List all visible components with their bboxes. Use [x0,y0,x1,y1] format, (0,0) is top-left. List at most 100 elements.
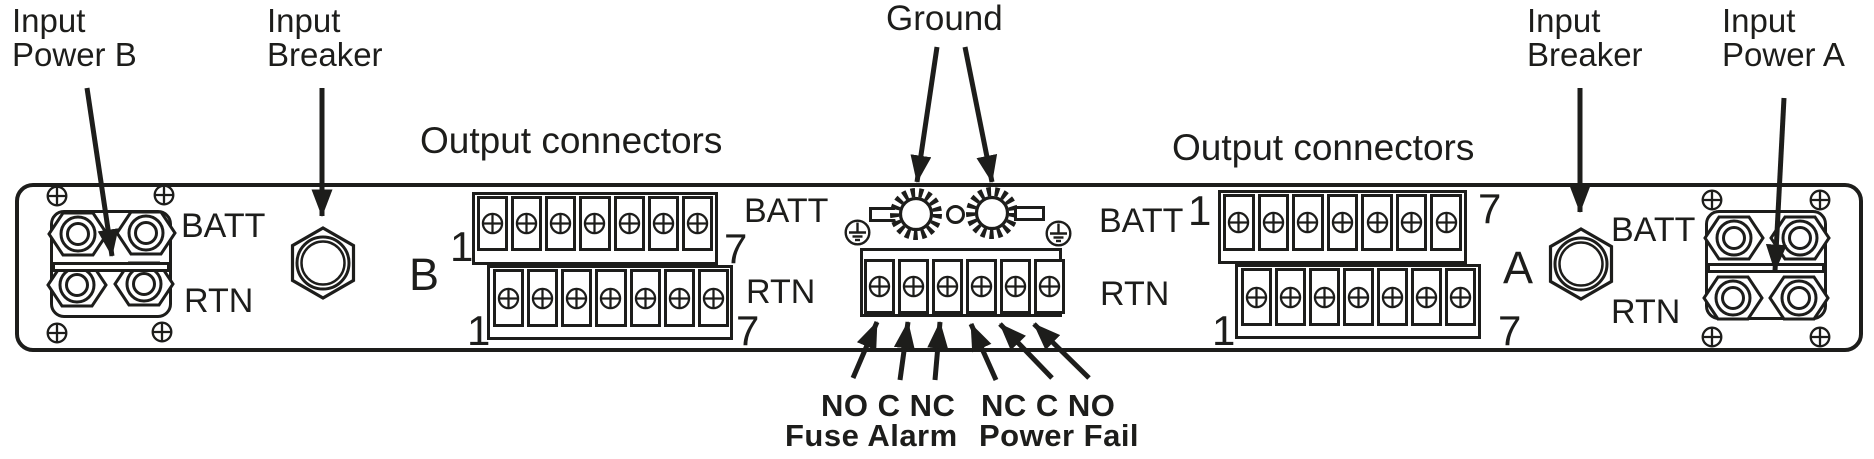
terminal-screw-icon [566,287,588,309]
terminal-cell [595,269,627,327]
hex-nut-terminal-icon [1769,214,1831,262]
output-a-batt-terminals [1223,194,1463,251]
terminal-screw-icon [1262,211,1285,234]
alarm-terminals [864,259,1065,314]
terminal-screw-icon [1449,286,1472,308]
callout-line: Input [1527,2,1601,39]
hex-nut-terminal-icon [113,260,175,308]
hex-nut-terminal-icon [1703,214,1765,262]
terminal-number-first: 1 [450,223,474,270]
terminal-cell [1275,268,1306,326]
terminal-screw-icon [1400,211,1423,234]
terminal-cell [1395,194,1428,251]
terminal-screw-icon [936,275,959,298]
terminal-cell [966,259,997,314]
terminal-cell [1326,194,1359,251]
callout-line: Input [267,2,341,39]
terminal-cell [527,269,559,327]
callout-line: Input [12,2,86,39]
terminal-screw-icon [1347,286,1370,308]
callout-input-breaker-left: Input Breaker [267,4,383,72]
terminal-screw-icon [515,212,538,235]
terminal-cell [579,196,611,251]
terminal-screw-icon [686,212,709,235]
terminal-cell [898,259,929,314]
ground-lug-tab [1014,206,1045,221]
terminal-screw-icon [1435,211,1457,234]
input-breaker-left [285,225,361,301]
batt-label: BATT [744,192,829,230]
terminal-divider-bar [1707,263,1825,273]
rtn-label: RTN [184,282,254,320]
terminal-cell [697,269,729,327]
callout-output-connectors-left: Output connectors [420,120,723,161]
arrow-ground-left [910,46,940,183]
power-fail-label: Power Fail [979,418,1140,453]
mount-screw-icon [46,322,68,344]
terminal-number-last: 7 [1498,307,1522,354]
terminal-screw-icon [584,212,606,235]
power-fail-contacts-label: NC C NO [981,388,1116,423]
terminal-screw-icon [868,275,891,298]
output-b-batt-terminals [477,196,713,251]
fuse-alarm-label: Fuse Alarm [785,418,958,453]
terminal-cell [1343,268,1374,326]
terminal-cell [493,269,525,327]
output-b-rtn-terminals [493,269,729,327]
callout-line: Input [1722,2,1796,39]
terminal-cell [511,196,543,251]
terminal-screw-icon [1279,286,1302,308]
terminal-screw-icon [1313,286,1336,308]
ground-thumbscrew-right [964,185,1020,241]
terminal-screw-icon [600,287,622,309]
mount-screw-icon [151,321,173,343]
hex-nut-terminal-icon [47,210,109,258]
terminal-screw-icon [550,212,572,235]
terminal-cell [1223,194,1255,251]
terminal-cell [613,196,645,251]
callout-input-breaker-right: Input Breaker [1527,4,1643,72]
fuse-alarm-contacts-label: NO C NC [821,388,956,423]
terminal-screw-icon [1297,211,1319,234]
callout-input-power-a: Input Power A [1722,4,1845,72]
terminal-cell [1292,194,1324,251]
terminal-cell [1377,268,1408,326]
terminal-number-first: 1 [1212,307,1236,354]
batt-label: BATT [1099,202,1184,240]
terminal-cell [1411,268,1442,326]
terminal-screw-icon [1415,286,1438,308]
terminal-screw-icon [1004,275,1027,298]
hex-nut-terminal-icon [1768,274,1830,322]
terminal-screw-icon [1331,211,1354,234]
terminal-screw-icon [702,287,725,309]
terminal-cell [477,196,509,251]
terminal-screw-icon [634,287,656,309]
terminal-cell [647,196,679,251]
mount-screw-icon [46,185,68,207]
mount-screw-icon [1809,189,1831,211]
callout-ground: Ground [886,0,1003,38]
ground-hole [946,205,965,224]
terminal-screw-icon [618,212,640,235]
terminal-number-first: 1 [1188,187,1212,234]
callout-line: Breaker [1527,36,1643,73]
group-letter-a: A [1503,242,1534,293]
terminal-screw-icon [1245,286,1268,308]
arrow-ground-right [962,46,998,183]
terminal-screw-icon [902,275,925,298]
terminal-screw-icon [652,212,674,235]
earth-ground-icon [844,219,871,246]
earth-ground-icon [1045,220,1072,247]
callout-line: Power A [1722,36,1845,73]
rtn-label: RTN [746,273,816,311]
terminal-cell [1430,194,1463,251]
hex-nut-terminal-icon [1702,274,1764,322]
terminal-cell [1257,194,1290,251]
terminal-cell [1361,194,1393,251]
callout-input-power-b: Input Power B [12,4,137,72]
terminal-cell [545,196,577,251]
mount-screw-icon [153,184,175,206]
rtn-label: RTN [1611,293,1681,331]
hex-nut-terminal-icon [115,209,177,257]
